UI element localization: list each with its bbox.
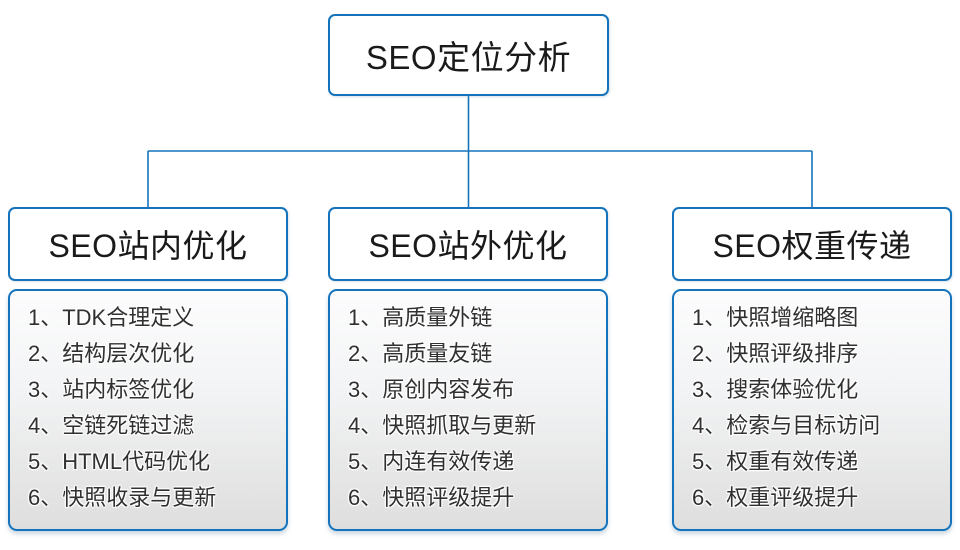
list-item: 6、快照评级提升 (348, 485, 515, 510)
list-item: 6、快照收录与更新 (28, 485, 217, 510)
list-item: 2、高质量友链 (348, 341, 493, 366)
list-item: 1、高质量外链 (348, 305, 493, 330)
branch-onsite-title: SEO站内优化 (48, 228, 248, 264)
branch-onsite-header: SEO站内优化 (8, 207, 288, 281)
branch-offsite-header: SEO站外优化 (328, 207, 608, 281)
list-item: 5、HTML代码优化 (28, 449, 211, 474)
root-node-label: SEO定位分析 (365, 39, 572, 76)
list-item: 5、内连有效传递 (348, 449, 515, 474)
branch-weight-header: SEO权重传递 (672, 207, 952, 281)
list-item: 5、权重有效传递 (692, 449, 859, 474)
list-item: 4、检索与目标访问 (692, 413, 881, 438)
list-item: 3、搜索体验优化 (692, 377, 859, 402)
list-item: 3、原创内容发布 (348, 377, 515, 402)
list-item: 4、空链死链过滤 (28, 413, 195, 438)
branch-offsite-title: SEO站外优化 (368, 228, 568, 264)
list-item: 4、快照抓取与更新 (348, 413, 537, 438)
branch-offsite-list: 1、高质量外链 2、高质量友链 3、原创内容发布 4、快照抓取与更新 5、内连有… (328, 289, 608, 531)
list-item: 3、站内标签优化 (28, 377, 195, 402)
root-node: SEO定位分析 (328, 14, 609, 96)
branch-weight-title: SEO权重传递 (712, 228, 912, 264)
list-item: 6、权重评级提升 (692, 485, 859, 510)
list-item: 1、快照增缩略图 (692, 305, 859, 330)
branch-onsite-list: 1、TDK合理定义 2、结构层次优化 3、站内标签优化 4、空链死链过滤 5、H… (8, 289, 288, 531)
list-item: 2、快照评级排序 (692, 341, 859, 366)
list-item: 1、TDK合理定义 (28, 305, 195, 330)
list-item: 2、结构层次优化 (28, 341, 195, 366)
branch-weight-list: 1、快照增缩略图 2、快照评级排序 3、搜索体验优化 4、检索与目标访问 5、权… (672, 289, 952, 531)
